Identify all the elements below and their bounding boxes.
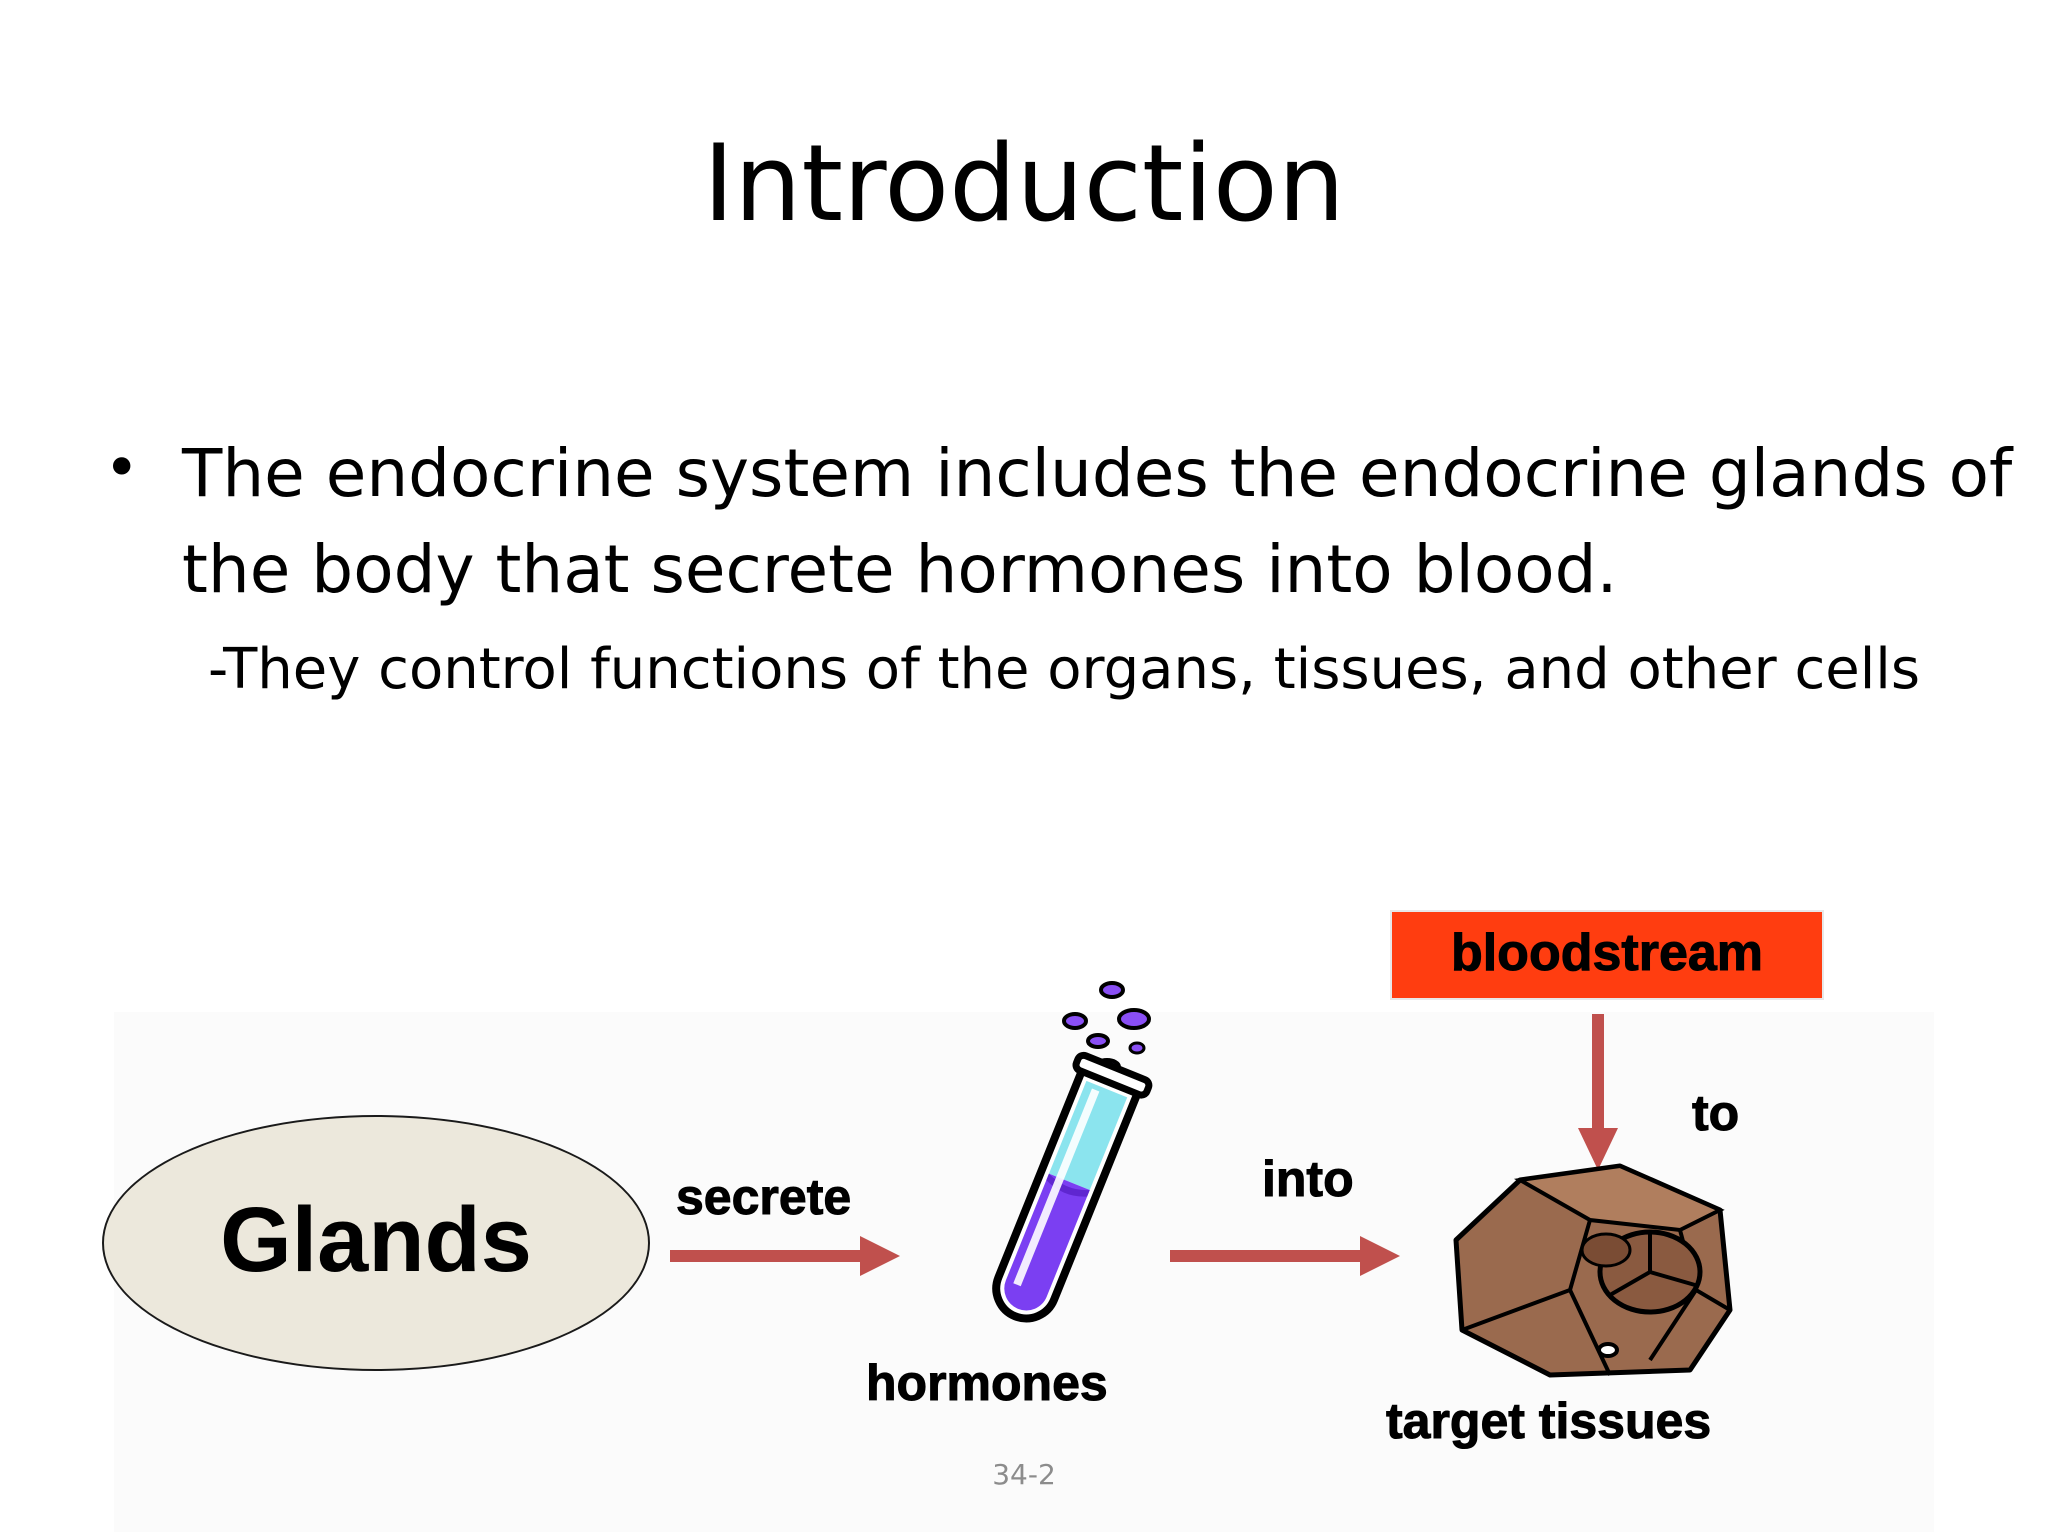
bullet-marker: • [104, 433, 140, 503]
page-number: 34-2 [992, 1458, 1056, 1491]
tissue-cell-icon [1453, 1163, 1733, 1378]
bloodstream-label: bloodstream [1450, 923, 1764, 982]
right-arrow-icon [670, 1236, 900, 1276]
into-label: into [1262, 1151, 1355, 1207]
slide-title: Introduction [703, 122, 1345, 245]
sub-point-text: -They control functions of the organs, t… [208, 637, 1920, 702]
bloodstream-box [1390, 910, 1824, 1000]
down-arrow-icon [1578, 1014, 1618, 1170]
secrete-label: secrete [675, 1169, 852, 1225]
hormones-label: hormones [866, 1355, 1109, 1411]
test-tube-icon [992, 981, 1153, 1323]
glands-label: Glands [220, 1189, 532, 1291]
bullet-text: The endocrine system includes the endocr… [182, 435, 2013, 608]
right-arrow-icon [1170, 1236, 1400, 1276]
glands-ellipse [102, 1115, 650, 1371]
target-tissues-label: target tissues [1385, 1393, 1712, 1449]
to-label: to [1691, 1085, 1740, 1141]
